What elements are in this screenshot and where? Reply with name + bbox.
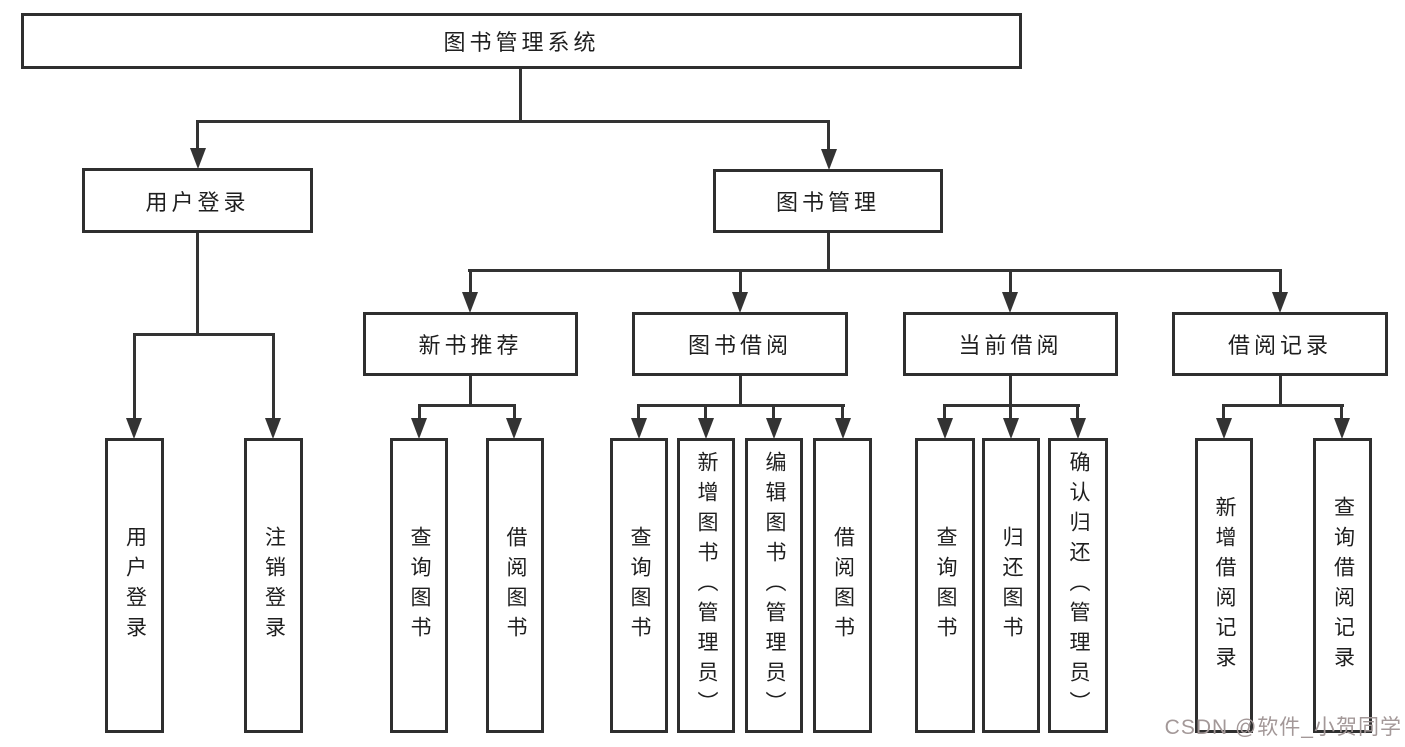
arrowhead-down-icon	[462, 292, 478, 313]
node-current-borrowing-label: 当前借阅	[958, 333, 1063, 358]
arrowhead-down-icon	[1334, 418, 1350, 439]
arrowhead-down-icon	[698, 418, 714, 439]
leaf-borrow-books: 借阅图书	[813, 438, 872, 733]
connector-stub	[1340, 404, 1343, 420]
leaf-confirm-return-admin-label: 确认归还（管理员）	[1067, 450, 1090, 721]
node-user-login: 用户登录	[82, 168, 313, 233]
arrowhead-down-icon	[126, 418, 142, 439]
node-book-management-label: 图书管理	[775, 190, 880, 215]
leaf-logout: 注销登录	[244, 438, 303, 733]
leaf-user-login: 用户登录	[105, 438, 164, 733]
leaf-confirm-return-admin: 确认归还（管理员）	[1048, 438, 1108, 733]
connector-stub	[513, 404, 516, 420]
leaf-query-books-borrow: 查询图书	[610, 438, 668, 733]
arrowhead-down-icon	[631, 418, 647, 439]
connector-stub	[772, 404, 775, 420]
connector-login-branch	[133, 333, 275, 336]
leaf-edit-books-admin-label: 编辑图书（管理员）	[763, 450, 786, 721]
arrowhead-down-icon	[766, 418, 782, 439]
node-root: 图书管理系统	[21, 13, 1022, 69]
connector-mgmt-trunk	[827, 233, 830, 272]
arrowhead-down-icon	[411, 418, 427, 439]
connector-stub	[1009, 404, 1012, 420]
leaf-borrow-books-recommend-label: 借阅图书	[504, 525, 527, 646]
leaf-return-books-label: 归还图书	[1000, 525, 1023, 646]
arrowhead-down-icon	[835, 418, 851, 439]
connector-root-trunk	[519, 69, 522, 123]
connector-stub-mgmt	[827, 120, 830, 152]
leaf-query-books-borrow-label: 查询图书	[628, 525, 651, 646]
connector-record-trunk	[1279, 376, 1282, 407]
leaf-user-login-label: 用户登录	[123, 525, 147, 646]
connector-current-trunk	[1009, 376, 1012, 407]
connector-stub	[1222, 404, 1225, 420]
node-book-management: 图书管理	[713, 169, 943, 233]
leaf-borrow-books-label: 借阅图书	[831, 525, 855, 646]
leaf-query-borrow-record: 查询借阅记录	[1313, 438, 1372, 733]
arrowhead-down-icon	[1216, 418, 1232, 439]
connector-root-branch	[196, 120, 830, 123]
connector-stub	[943, 404, 946, 420]
leaf-edit-books-admin: 编辑图书（管理员）	[745, 438, 803, 733]
connector-stub	[739, 269, 742, 295]
csdn-watermark: CSDN @软件_小贺同学	[1164, 716, 1402, 739]
arrowhead-down-icon	[1070, 418, 1086, 439]
arrowhead-down-icon	[265, 418, 281, 439]
node-book-borrowing-label: 图书借阅	[687, 333, 792, 358]
leaf-add-borrow-record-label: 新增借阅记录	[1213, 495, 1236, 676]
connector-newbook-branch	[418, 404, 516, 407]
connector-stub	[1076, 404, 1079, 420]
arrowhead-down-icon	[506, 418, 522, 439]
node-root-label: 图书管理系统	[443, 30, 600, 55]
connector-stub	[469, 269, 472, 295]
connector-mgmt-branch	[468, 269, 1282, 272]
arrowhead-down-icon	[1272, 292, 1288, 313]
connector-stub	[1009, 269, 1012, 295]
node-book-borrowing: 图书借阅	[632, 312, 848, 376]
connector-newbook-trunk	[469, 376, 472, 407]
leaf-borrow-books-recommend: 借阅图书	[486, 438, 544, 733]
arrowhead-down-icon	[1002, 292, 1018, 313]
node-new-book-recommend: 新书推荐	[363, 312, 578, 376]
arrowhead-down-icon	[732, 292, 748, 313]
arrowhead-down-icon	[937, 418, 953, 439]
leaf-query-borrow-record-label: 查询借阅记录	[1331, 495, 1355, 676]
connector-stub	[133, 333, 136, 419]
connector-stub	[841, 404, 844, 420]
arrowhead-down-icon	[190, 148, 206, 169]
leaf-add-books-admin-label: 新增图书（管理员）	[695, 450, 718, 721]
arrowhead-down-icon	[1003, 418, 1019, 439]
node-borrowing-records: 借阅记录	[1172, 312, 1388, 376]
node-new-book-recommend-label: 新书推荐	[418, 333, 523, 358]
connector-stub	[418, 404, 421, 420]
connector-borrow-branch	[637, 404, 845, 407]
connector-stub	[637, 404, 640, 420]
connector-stub	[1279, 269, 1282, 295]
connector-login-trunk	[196, 233, 199, 336]
leaf-add-books-admin: 新增图书（管理员）	[677, 438, 735, 733]
node-borrowing-records-label: 借阅记录	[1227, 333, 1332, 358]
leaf-query-books-current-label: 查询图书	[934, 525, 957, 646]
connector-borrow-trunk	[739, 376, 742, 407]
connector-record-branch	[1222, 404, 1344, 407]
leaf-query-books-recommend: 查询图书	[390, 438, 448, 733]
leaf-logout-label: 注销登录	[262, 525, 286, 646]
leaf-return-books: 归还图书	[982, 438, 1040, 733]
leaf-add-borrow-record: 新增借阅记录	[1195, 438, 1253, 733]
node-user-login-label: 用户登录	[145, 189, 250, 215]
leaf-query-books-current: 查询图书	[915, 438, 975, 733]
connector-stub-login	[196, 120, 199, 152]
connector-stub	[704, 404, 707, 420]
arrowhead-down-icon	[821, 149, 837, 170]
connector-stub	[272, 333, 275, 419]
leaf-query-books-recommend-label: 查询图书	[408, 525, 431, 646]
node-current-borrowing: 当前借阅	[903, 312, 1118, 376]
